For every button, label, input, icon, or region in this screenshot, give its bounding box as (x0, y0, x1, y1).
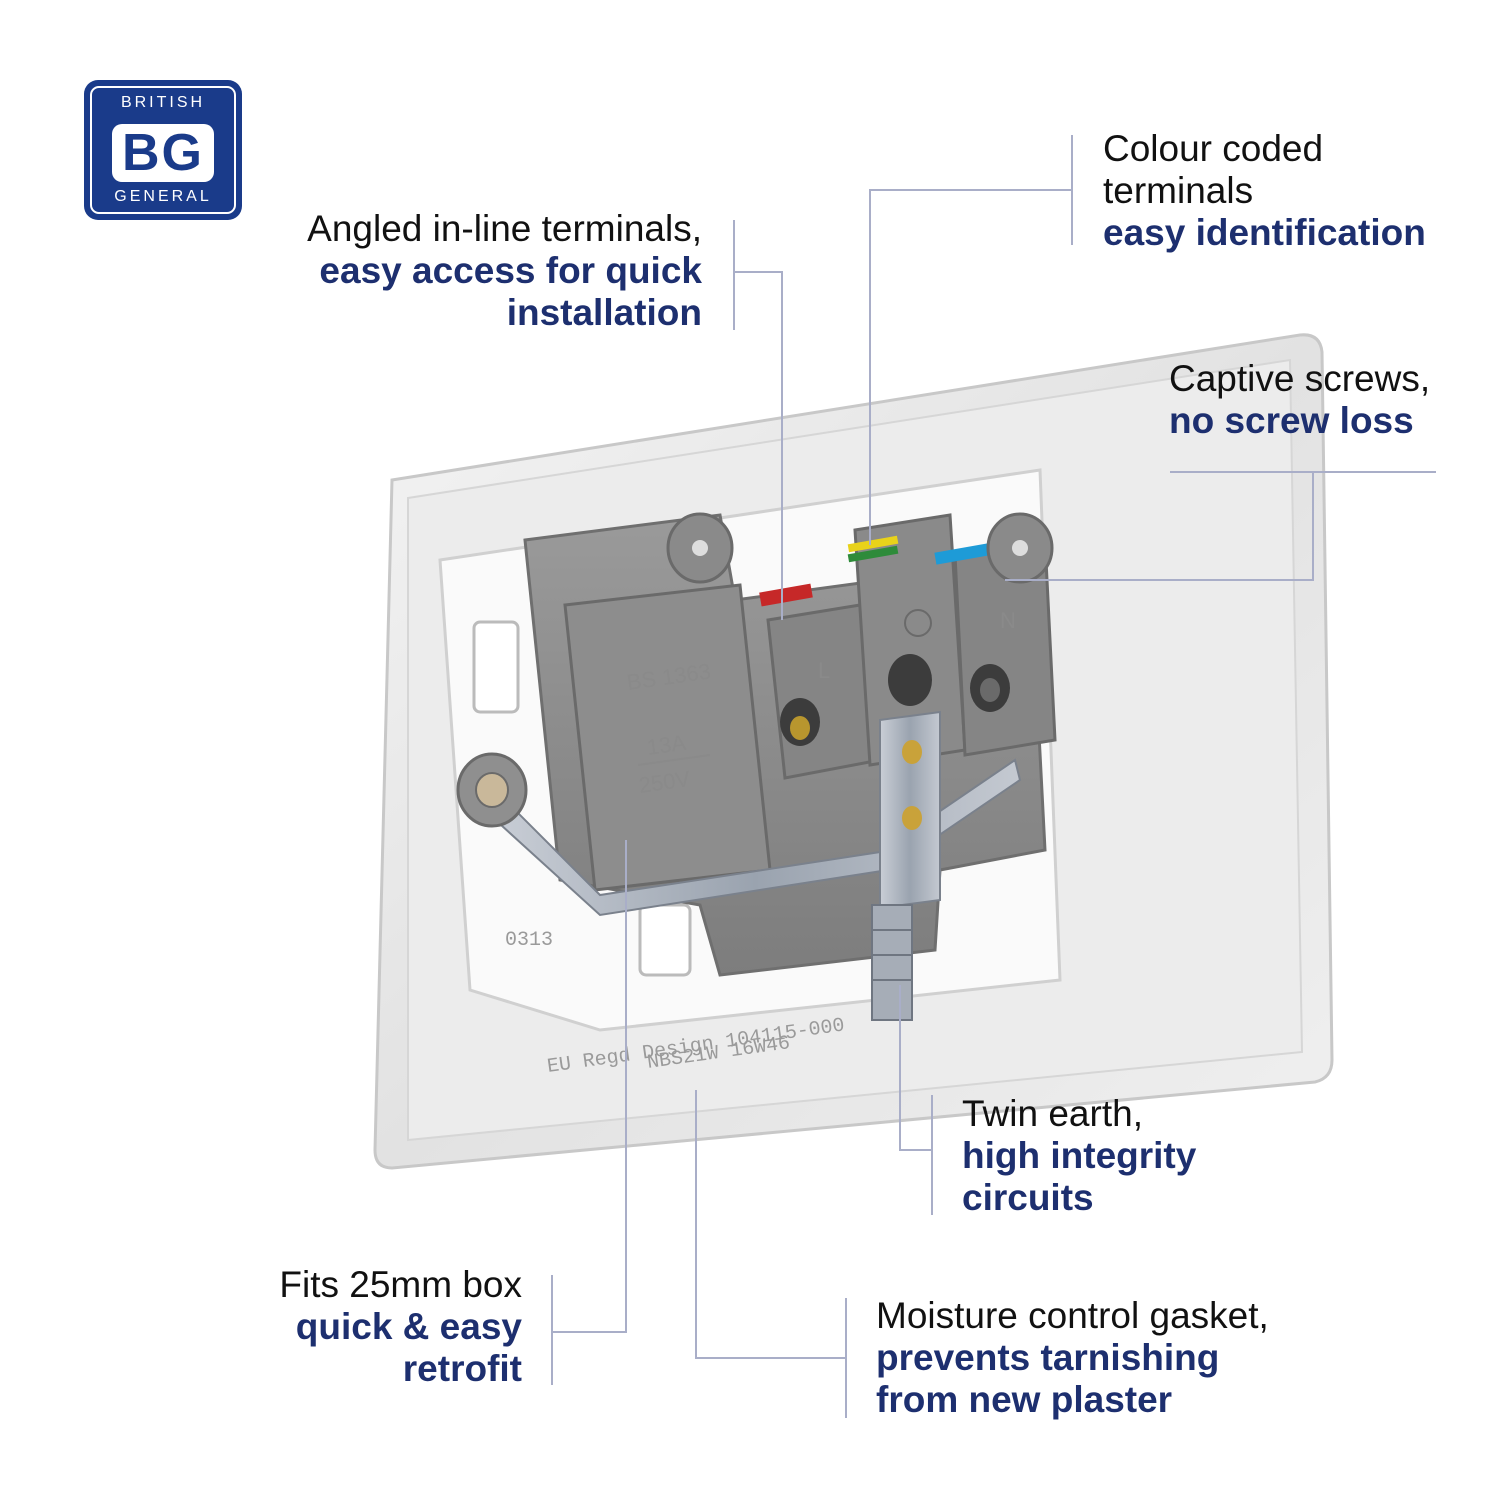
callout-captive-title: Captive screws, (1169, 358, 1431, 399)
live-colour-mark (759, 583, 813, 607)
earth-terminal-screw-2 (902, 806, 922, 830)
callout-twin-earth: Twin earth, high integrity circuits (962, 1093, 1196, 1219)
callout-fits-box: Fits 25mm box quick & easy retrofit (279, 1264, 522, 1390)
neutral-colour-mark (934, 543, 990, 565)
current-marking: 13A (645, 730, 688, 760)
neutral-screw (980, 678, 1000, 702)
callout-colour-benefit: easy identification (1103, 212, 1426, 253)
logo-mark: BG (112, 124, 214, 182)
callout-captive-benefit: no screw loss (1169, 400, 1414, 441)
logo-top-text: BRITISH (120, 94, 206, 111)
leader-angled (734, 271, 783, 620)
logo-border: BRITISH BG GENERAL (90, 86, 236, 214)
side-clip (472, 620, 520, 714)
callout-fits-benefit-2: retrofit (402, 1348, 522, 1389)
live-screw (790, 716, 810, 740)
callout-twin-benefit: high integrity (962, 1135, 1197, 1176)
leader-colour (869, 189, 1072, 545)
callout-twin-title: Twin earth, (962, 1093, 1143, 1134)
callout-angled-title: Angled in-line terminals, (307, 208, 702, 249)
live-marking: L (818, 658, 830, 683)
brand-logo: BRITISH BG GENERAL (84, 80, 242, 220)
callout-fits-benefit: quick & easy (295, 1306, 522, 1347)
callout-moisture-benefit: prevents tarnishing (876, 1337, 1220, 1378)
callout-colour-coded: Colour coded terminals easy identificati… (1103, 128, 1426, 254)
callout-moisture-gasket: Moisture control gasket, prevents tarnis… (876, 1295, 1269, 1421)
callout-angled-benefit: easy access for quick (319, 250, 702, 291)
callout-angled-benefit-2: installation (506, 292, 702, 333)
earth-stud (871, 904, 913, 1021)
callout-fits-title: Fits 25mm box (279, 1264, 522, 1305)
leader-twin (899, 985, 932, 1151)
leader-captive (1005, 472, 1314, 581)
callout-colour-title: Colour coded (1103, 128, 1324, 169)
leader-fits (552, 840, 627, 1333)
logo-bottom-text: GENERAL (114, 188, 212, 205)
callout-angled-terminals: Angled in-line terminals, easy access fo… (307, 208, 702, 334)
earth-colour-mark-yellow (847, 535, 899, 553)
callout-twin-benefit-2: circuits (962, 1177, 1094, 1218)
leader-moisture (695, 1090, 846, 1359)
earth-symbol (904, 609, 932, 637)
callout-captive-screws: Captive screws, no screw loss (1169, 358, 1430, 442)
callout-colour-title-2: terminals (1103, 170, 1254, 211)
neutral-marking: N (1000, 608, 1016, 633)
earth-colour-mark-green (847, 545, 899, 563)
earth-screw-hole (888, 654, 932, 706)
callout-moisture-benefit-2: from new plaster (876, 1379, 1173, 1420)
callout-moisture-title: Moisture control gasket, (876, 1295, 1269, 1336)
code-marking: 0313 (505, 929, 553, 952)
earth-terminal-screw-1 (902, 740, 922, 764)
